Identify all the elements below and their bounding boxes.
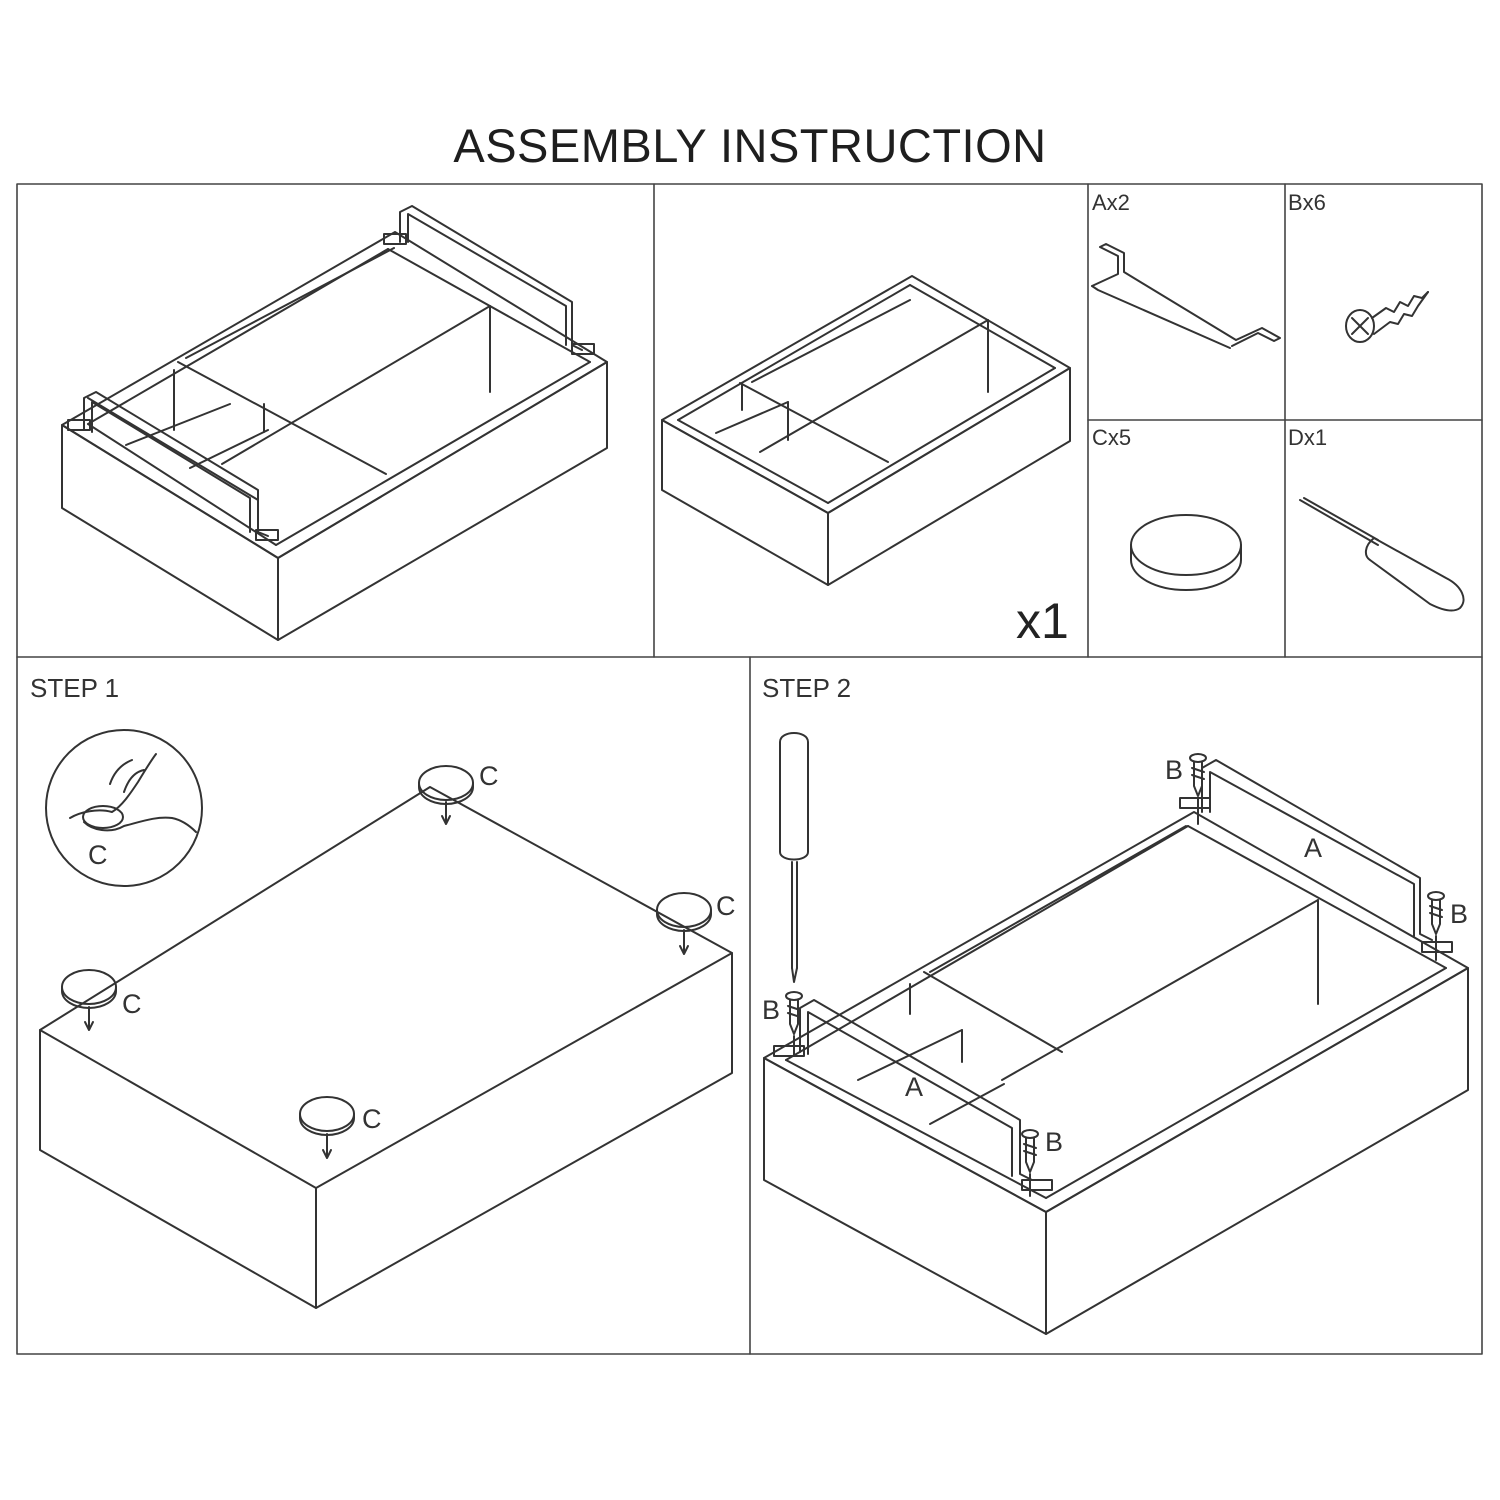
part-a-bracket-illustration: [1091, 243, 1281, 349]
step1-pad-letter-2: C: [716, 891, 736, 921]
step2-illustration: [763, 732, 1469, 1335]
step2-screw-letter-4: B: [1045, 1127, 1063, 1157]
step1-pad-1: [418, 765, 474, 825]
step2-screw-letter-1: B: [1165, 755, 1183, 785]
step1-label: STEP 1: [30, 673, 120, 703]
organizer-part-illustration: [661, 275, 1071, 586]
part-b-screw-icon: [1345, 291, 1429, 343]
step1-pad-4: [299, 1096, 355, 1159]
step1-pad-letter-1: C: [479, 761, 499, 791]
panel-grid: [16, 183, 1483, 1355]
page-title: ASSEMBLY INSTRUCTION: [453, 119, 1047, 172]
part-d-screwdriver-icon: [1299, 497, 1465, 612]
screw-3: [1427, 891, 1445, 961]
step2-handle-letter-2: A: [905, 1072, 923, 1102]
screw-4: [1021, 1129, 1039, 1197]
main-unit-quantity: x1: [1016, 593, 1069, 649]
step1-pad-2: [656, 892, 712, 955]
step2-handle-letter-1: A: [1304, 833, 1322, 863]
step1-hand-callout: C: [88, 840, 108, 870]
step1-illustration: [39, 729, 733, 1309]
step2-screw-letter-2: B: [1450, 899, 1468, 929]
screw-2: [1189, 753, 1207, 825]
part-c-pad-icon: [1130, 514, 1242, 591]
assembled-organizer-illustration: [61, 205, 608, 641]
step1-pad-letter-4: C: [362, 1104, 382, 1134]
screw-1: [785, 991, 803, 1057]
part-a-label: Ax2: [1092, 190, 1130, 215]
step2-label: STEP 2: [762, 673, 852, 703]
step1-pad-3: [61, 969, 117, 1031]
step2-screw-letter-3: B: [762, 995, 780, 1025]
step1-pad-letter-3: C: [122, 989, 142, 1019]
part-c-label: Cx5: [1092, 425, 1132, 450]
part-d-label: Dx1: [1288, 425, 1328, 450]
part-b-label: Bx6: [1288, 190, 1326, 215]
